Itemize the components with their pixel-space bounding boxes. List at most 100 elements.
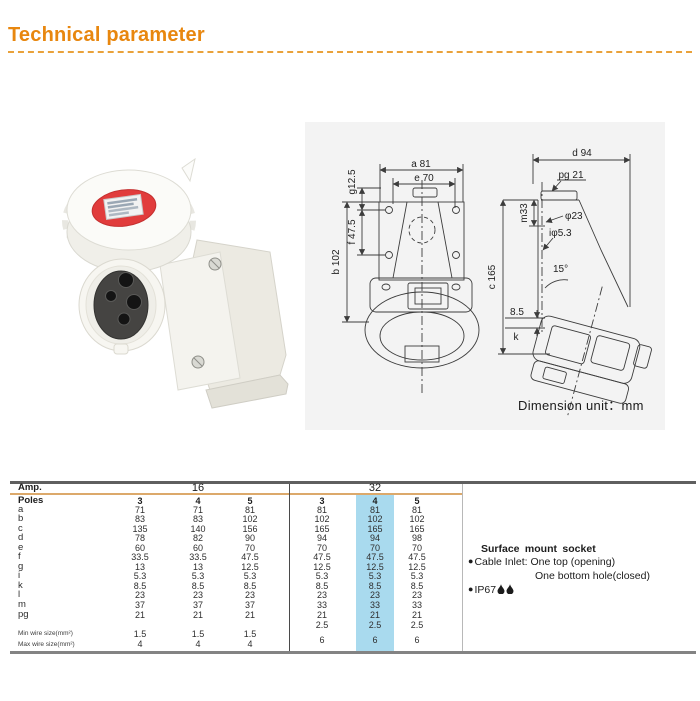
dim-row-label-f: f (18, 551, 21, 563)
value-c: 165 (314, 523, 330, 534)
max-wire-value: 4 (137, 639, 143, 649)
value-a: 81 (244, 504, 255, 515)
pin-hole (117, 312, 131, 326)
value-f: 33.5 (131, 552, 149, 563)
dim-row-label-l: l (18, 589, 21, 601)
table-header-rule (10, 493, 462, 495)
max-wire-label: Max wire size(mm²) (18, 641, 75, 648)
page-title: Technical parameter (8, 24, 205, 46)
table-right-divider (462, 484, 463, 651)
value-f: 47.5 (313, 552, 331, 563)
value-c: 165 (367, 523, 383, 534)
dim-label-d: d 94 (572, 148, 592, 159)
value-d: 94 (316, 533, 327, 544)
value-e: 70 (244, 542, 255, 553)
value-d: 82 (192, 533, 203, 544)
value-g: 12.5 (408, 561, 426, 572)
value-m: 33 (316, 600, 327, 610)
value-k: 8.5 (191, 580, 205, 591)
pin-hole (105, 290, 117, 302)
value-i: 5.3 (315, 571, 329, 582)
value-l: 23 (134, 590, 145, 601)
value-d: 78 (134, 533, 145, 544)
dim-row-label-a: a (18, 503, 24, 515)
dim-label-8-5: 8.5 (510, 307, 524, 318)
water-drop-icon (506, 584, 514, 594)
value-m: 37 (192, 600, 203, 610)
dim-row-label-c: c (18, 522, 23, 534)
value-i: 5.3 (410, 571, 424, 582)
value-e: 70 (369, 542, 380, 553)
dimension-drawing: a 81 e 70 g12.5 f 47.5 b 102 d 94 pg 21 … (331, 148, 652, 417)
value-k: 8.5 (410, 580, 424, 591)
value-pg: 21 (411, 609, 422, 620)
value-f: 47.5 (241, 552, 259, 563)
value-b: 83 (192, 514, 203, 525)
value-pg: 21 (316, 609, 327, 620)
poles-header: 5 (247, 496, 253, 506)
dimension-drawing-panel: a 81 e 70 g12.5 f 47.5 b 102 d 94 pg 21 … (305, 122, 665, 430)
value-e: 70 (411, 542, 422, 553)
max-wire-value: 6 (319, 635, 325, 645)
value-e: 60 (192, 542, 203, 553)
note-cable-inlet: ●Cable Inlet: One top (opening) (468, 556, 615, 568)
notes-title: Surface mount socket (481, 543, 596, 555)
dashed-divider (8, 51, 692, 53)
note-text: Cable Inlet: One top (opening) (474, 556, 616, 568)
dim-label-a: a 81 (411, 159, 431, 170)
value-m: 37 (244, 600, 255, 610)
socket-face (78, 258, 166, 355)
dim-label-g: g12.5 (347, 169, 358, 194)
amp-32-header: 32 (368, 481, 382, 494)
value-m: 33 (411, 600, 422, 610)
keyway-tab (113, 343, 129, 355)
poles-header: 4 (372, 496, 378, 506)
value-a: 81 (316, 504, 327, 515)
max-wire-value: 6 (414, 635, 420, 645)
highlight-column-band (356, 495, 394, 651)
note-text: IP67 (474, 584, 497, 596)
dim-label-phi23: φ23 (565, 211, 583, 222)
side-view (498, 154, 652, 417)
bullet-icon: ● (468, 584, 474, 594)
value-f: 33.5 (189, 552, 207, 563)
max-wire-value: 6 (372, 635, 378, 645)
pin-hole (126, 294, 142, 310)
value-g: 13 (192, 561, 203, 572)
product-photo (62, 157, 289, 409)
dim-label-c: c 165 (487, 264, 498, 289)
poles-header: 5 (414, 496, 420, 506)
value-k: 8.5 (133, 580, 147, 591)
max-wire-value: 4 (195, 639, 201, 649)
dim-label-m: m33 (519, 203, 530, 223)
value-f: 47.5 (366, 552, 384, 563)
front-view (342, 164, 480, 394)
value-b: 102 (242, 514, 258, 525)
table-bottom-border (10, 651, 696, 654)
note-bottom-hole: One bottom hole(closed) (535, 570, 650, 582)
value-b: 102 (367, 514, 383, 525)
dim-label-angle: 15° (553, 264, 568, 275)
value-g: 13 (134, 561, 145, 572)
value-c: 165 (409, 523, 425, 534)
value-l: 23 (411, 590, 422, 601)
dim-row-label-k: k (18, 579, 23, 591)
dim-label-pg: pg 21 (558, 170, 583, 181)
poles-header: 3 (137, 496, 143, 506)
value-g: 12.5 (366, 561, 384, 572)
value-e: 60 (134, 542, 145, 553)
dim-row-label-i: i (18, 570, 21, 582)
value-f: 47.5 (408, 552, 426, 563)
min-wire-label: Min wire size(mm²) (18, 630, 73, 637)
value-pg: 21 (369, 609, 380, 620)
value-i: 5.3 (133, 571, 147, 582)
value-i: 5.3 (368, 571, 382, 582)
value-i: 5.3 (243, 571, 257, 582)
screw-cap (62, 157, 196, 273)
dimension-unit-note: Dimension unit：mm (518, 398, 644, 413)
value-pg: 21 (244, 609, 255, 620)
value-i: 5.3 (191, 571, 205, 582)
value-k: 8.5 (315, 580, 329, 591)
cap-label (103, 193, 144, 220)
min-wire-value: 2.5 (368, 620, 382, 630)
